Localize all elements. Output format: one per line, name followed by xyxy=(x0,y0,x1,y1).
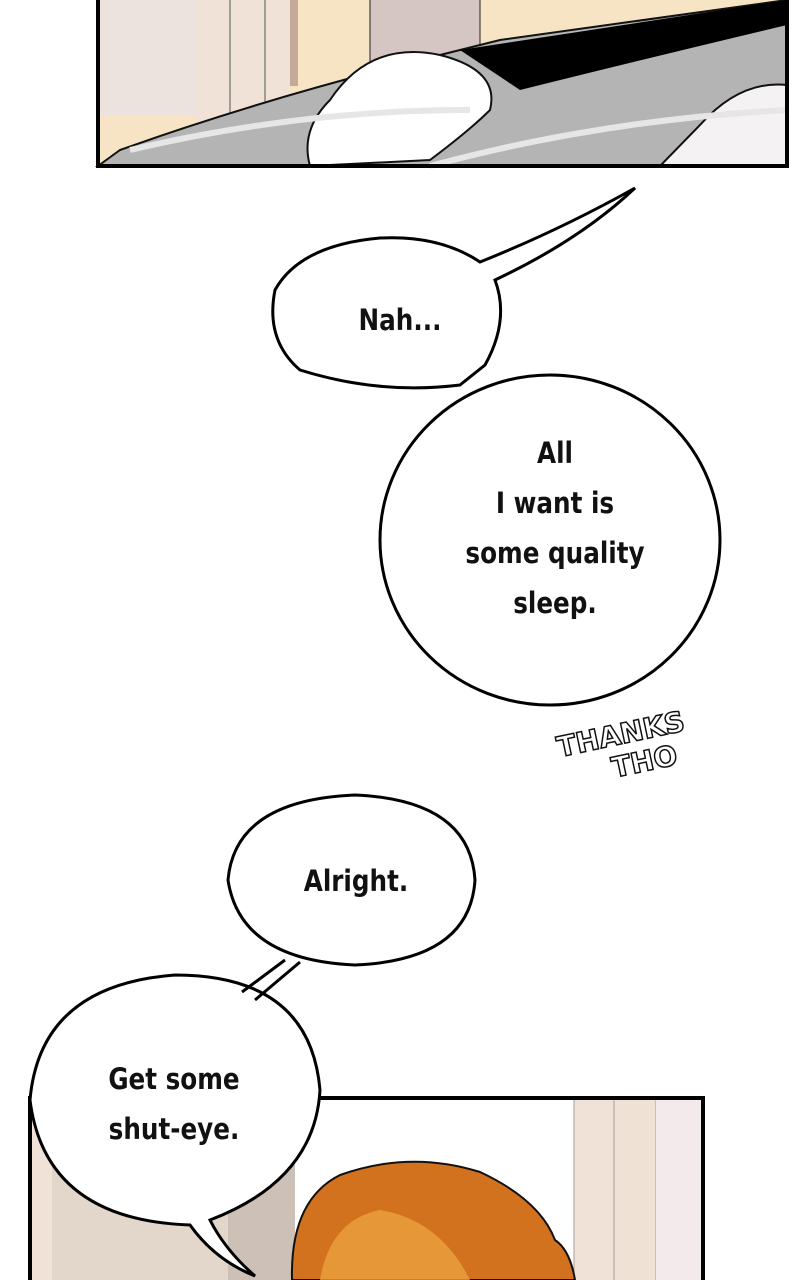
sfx-thanks-tho: THANKS THO xyxy=(553,704,688,785)
top-panel xyxy=(94,0,789,169)
bubble-text-nah: Nah... xyxy=(358,303,442,337)
speech-bubble-shuteye xyxy=(28,973,322,1278)
speech-bubble-want xyxy=(378,373,722,707)
bubble-text-want: All I want is some quality sleep. xyxy=(430,428,680,628)
shuteye-line: shut-eye. xyxy=(108,1112,240,1146)
bubble-text-alright: Alright. xyxy=(303,864,409,898)
bubble-text-shuteye: Get some shut-eye. xyxy=(74,1054,274,1154)
want-line: sleep. xyxy=(513,586,597,620)
want-line: I want is xyxy=(495,486,615,520)
want-line: All xyxy=(537,436,573,470)
speech-bubble-alright xyxy=(226,793,477,967)
speech-bubble-nah xyxy=(271,186,637,390)
bubble-connector xyxy=(241,958,301,1002)
shuteye-line: Get some xyxy=(108,1062,240,1096)
want-line: some quality xyxy=(465,536,645,570)
